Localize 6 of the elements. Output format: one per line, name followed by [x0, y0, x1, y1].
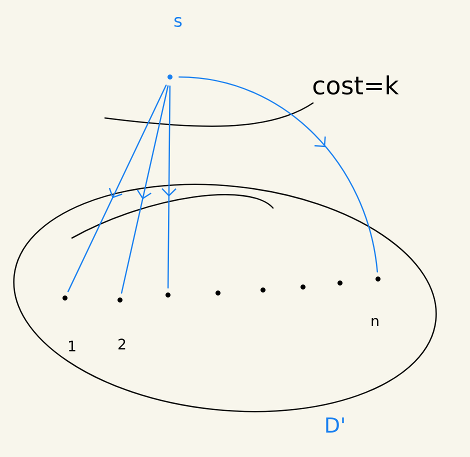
set-label: D' [326, 417, 344, 433]
cost-label: cost=k [313, 75, 399, 95]
vertex-label: n [372, 318, 378, 326]
vertex-label: 2 [118, 338, 126, 350]
vertex-label: 1 [69, 340, 76, 352]
vertex-label: s [174, 17, 182, 27]
